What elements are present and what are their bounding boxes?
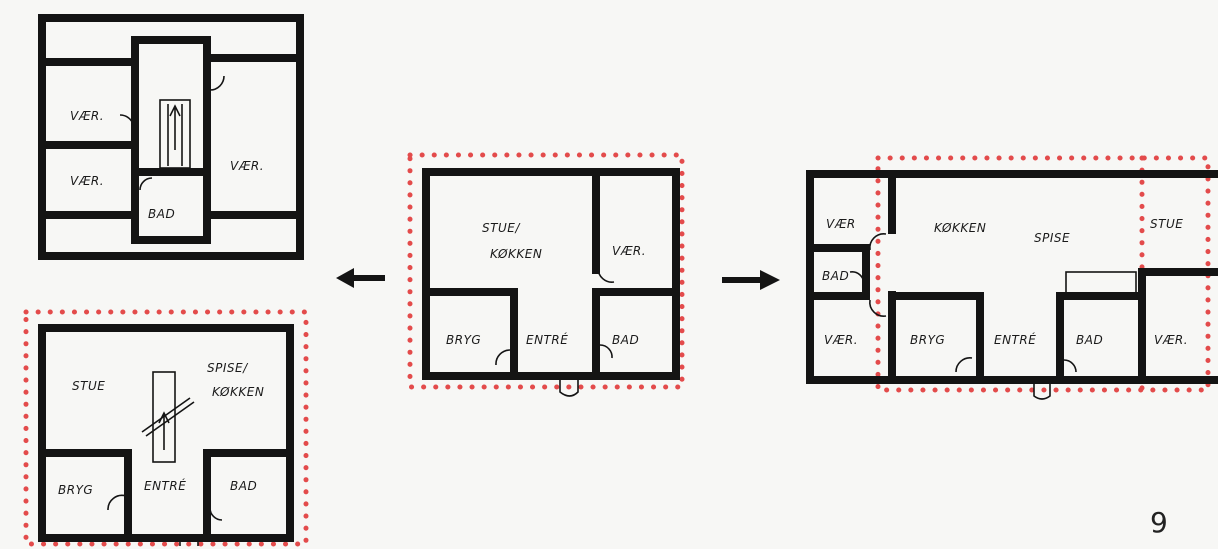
wall	[203, 449, 294, 534]
page-number: 9	[1150, 506, 1168, 539]
plot-outline-dots	[407, 152, 685, 390]
stair-symbol	[159, 99, 191, 169]
room-label-stue: STUE	[72, 379, 105, 393]
door-swing	[869, 299, 887, 317]
door-swing	[955, 357, 973, 373]
room-label-bad: BAD	[148, 207, 175, 221]
room-label-vaer-bottom: VÆR.	[824, 333, 858, 347]
entry-door	[179, 538, 199, 546]
room-label-kokken: KØKKEN	[934, 221, 986, 235]
outer-wall	[806, 170, 1218, 384]
room-label-entre: ENTRÉ	[994, 332, 1036, 347]
door-swing	[597, 267, 615, 283]
room-label-kokken: KØKKEN	[212, 385, 264, 399]
outer-wall	[38, 324, 294, 542]
plot-outline-dots	[23, 309, 309, 547]
arrow-left-icon	[336, 268, 385, 288]
room-label-bad: BAD	[230, 479, 257, 493]
room-label-entre: ENTRÉ	[526, 332, 568, 347]
wall	[1056, 292, 1146, 384]
room-label-stue: STUE/	[482, 221, 521, 235]
extended-plan: VÆR BAD VÆR. KØKKEN SPISE STUE BRYG ENTR…	[806, 155, 1218, 400]
room-label-vaer-right: VÆR.	[1154, 333, 1188, 347]
outer-wall	[422, 168, 680, 380]
original-plan: STUE/ KØKKEN VÆR. BRYG ENTRÉ BAD	[407, 152, 685, 397]
room-label-entre: ENTRÉ	[144, 478, 186, 493]
door-swing	[119, 114, 135, 131]
upper-floor-plan: VÆR. VÆR. VÆR. BAD	[38, 14, 304, 260]
room-label-vaer-top: VÆR	[826, 217, 856, 231]
room-label-spise: SPISE/	[207, 361, 249, 375]
counter	[1065, 271, 1137, 295]
door-swing	[209, 75, 225, 91]
room-label-vaer-left: VÆR.	[70, 174, 104, 188]
entry-door	[559, 376, 579, 397]
room-label-vaer: VÆR.	[612, 244, 646, 258]
room-label-bryg: BRYG	[58, 483, 93, 497]
room-label-bryg: BRYG	[446, 333, 481, 347]
room-label-bad-small: BAD	[822, 269, 849, 283]
room-label-spise: SPISE	[1034, 231, 1070, 245]
arrow-right-icon	[722, 270, 780, 290]
upper-floor-outer-wall	[38, 14, 304, 260]
room-label-stue: STUE	[1150, 217, 1183, 231]
room-label-vaer-top: VÆR.	[70, 109, 104, 123]
door-swing	[599, 344, 613, 359]
door-swing	[849, 271, 865, 285]
door-swing	[1063, 359, 1077, 373]
door-swing	[107, 494, 127, 511]
door-swing	[869, 233, 887, 251]
stair-cut-line	[145, 401, 195, 437]
room-label-bad: BAD	[612, 333, 639, 347]
wall	[38, 449, 132, 534]
stair-symbol	[152, 371, 176, 463]
room-label-bad: BAD	[1076, 333, 1103, 347]
door-swing	[139, 177, 153, 191]
entry-door	[1033, 380, 1051, 400]
wall	[888, 292, 984, 384]
stair-arrow	[169, 104, 181, 150]
door-swing	[209, 507, 223, 521]
door-swing	[495, 349, 511, 366]
wall	[422, 288, 518, 380]
stair-cut-line	[141, 397, 191, 433]
room-label-bryg: BRYG	[910, 333, 945, 347]
room-label-vaer-right: VÆR.	[230, 159, 264, 173]
stair-arrow	[158, 411, 170, 450]
room-label-kokken: KØKKEN	[490, 247, 542, 261]
ground-floor-alt-plan: STUE SPISE/ KØKKEN BRYG ENTRÉ BAD	[23, 309, 309, 547]
stair-core-wall	[131, 36, 211, 244]
